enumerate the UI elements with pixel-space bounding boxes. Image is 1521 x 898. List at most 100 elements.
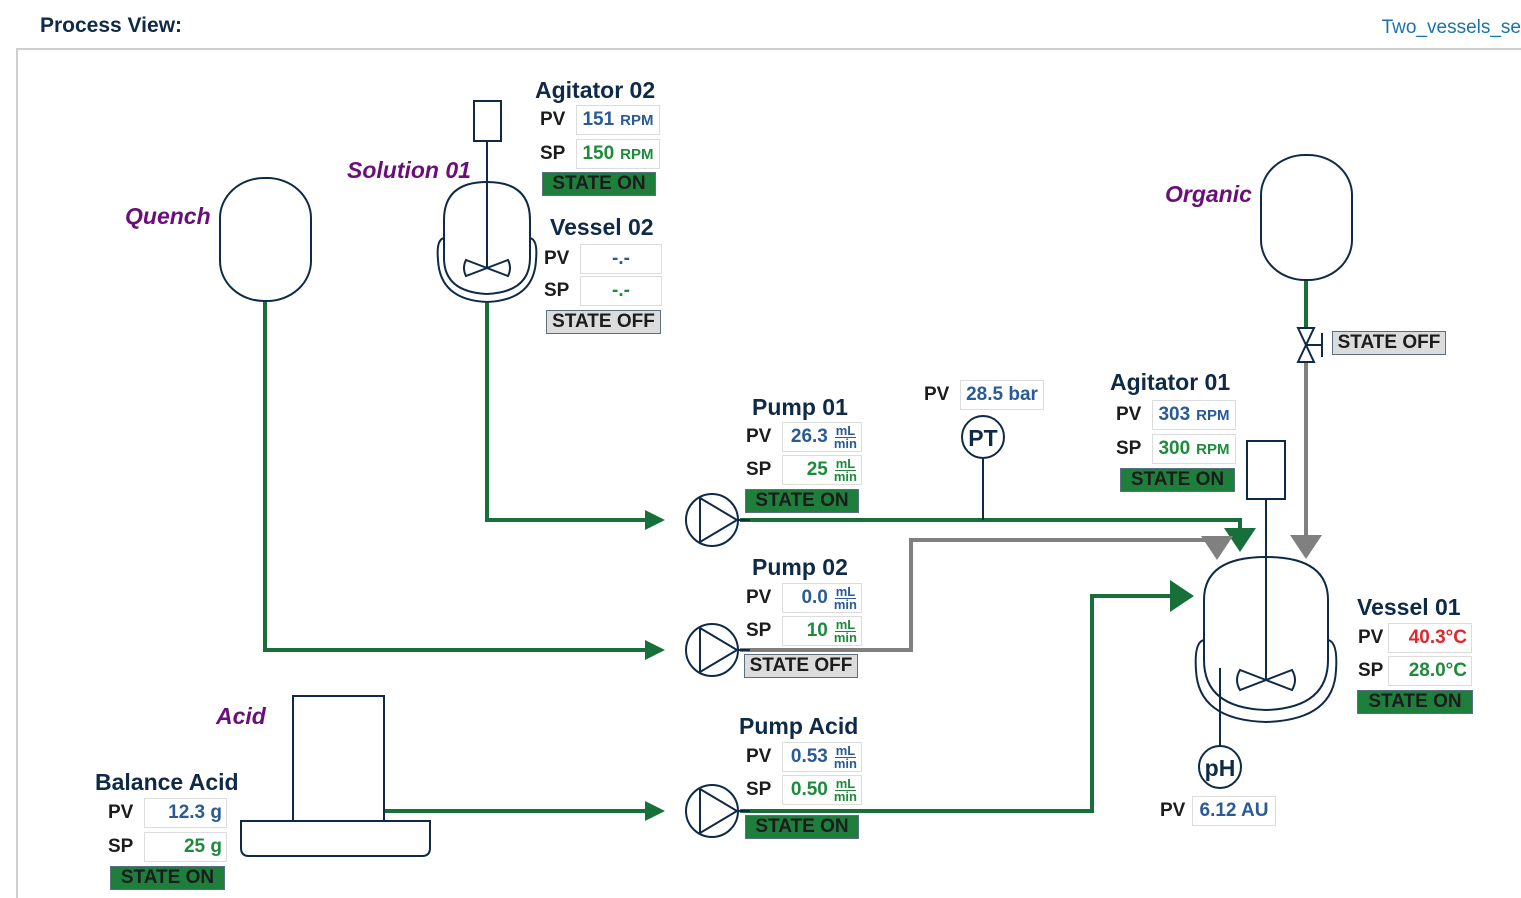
acid-container-icon[interactable]	[292, 695, 385, 822]
pv-tag: PV	[746, 746, 772, 767]
pv-tag: PV	[1160, 800, 1186, 821]
vessel01-title: Vessel 01	[1357, 594, 1461, 620]
pv-tag: PV	[746, 426, 772, 447]
ph-symbol: pH	[1205, 755, 1236, 781]
pump02-title: Pump 02	[752, 554, 848, 580]
sp-tag: SP	[746, 620, 772, 641]
organic-valve-state-button[interactable]: STATE OFF	[1332, 331, 1446, 355]
vessel01-sp-row: SP 28.0°C	[1358, 656, 1472, 686]
sp-tag: SP	[544, 280, 570, 301]
vessel02-pv-row: PV -.-	[544, 244, 662, 274]
agitator02-title: Agitator 02	[535, 77, 656, 103]
agitator02-state-button[interactable]: STATE ON	[542, 172, 656, 196]
agitator02-motor-icon	[473, 100, 502, 142]
balance-acid-sp-row: SP 25 g	[108, 832, 227, 862]
agitator01-title: Agitator 01	[1110, 369, 1231, 395]
process-panel	[16, 48, 1521, 898]
vessel02-title: Vessel 02	[550, 214, 654, 240]
pump01-state-button[interactable]: STATE ON	[745, 489, 859, 513]
flow-arrow-icon	[645, 801, 665, 821]
pipe-quench-to-pump02	[263, 300, 650, 652]
pressure-transmitter-icon[interactable]	[961, 415, 1005, 459]
quench-tank-icon[interactable]	[219, 177, 312, 302]
pump-acid-title: Pump Acid	[739, 713, 859, 739]
organic-tank-icon[interactable]	[1260, 154, 1353, 281]
sp-tag: SP	[1358, 660, 1384, 681]
agitator01-motor-icon	[1246, 440, 1286, 500]
pump01-title: Pump 01	[752, 394, 848, 420]
vessel02-pv-value: -.-	[580, 244, 662, 274]
sp-tag: SP	[746, 459, 772, 480]
pump-acid-state-button[interactable]: STATE ON	[745, 815, 859, 839]
page-title: Process View:	[40, 14, 183, 37]
vessel01-pv-value: 40.3°C	[1388, 623, 1472, 653]
vessel01-reactor-icon[interactable]	[1194, 440, 1338, 748]
vessel01-sp-value[interactable]: 28.0°C	[1388, 656, 1472, 686]
pv-tag: PV	[108, 802, 134, 823]
balance-acid-state-button[interactable]: STATE ON	[110, 866, 225, 890]
pv-tag: PV	[746, 587, 772, 608]
ph-pv-value: 6.12 AU	[1192, 796, 1276, 826]
pressure-pv-value: 28.5 bar	[960, 380, 1044, 410]
pt-symbol: PT	[968, 425, 997, 451]
quench-label: Quench	[125, 203, 211, 229]
ph-pv-row: PV 6.12 AU	[1160, 796, 1276, 826]
pv-tag: PV	[1116, 404, 1142, 425]
balance-icon[interactable]	[240, 820, 431, 857]
pressure-pv-row: PV 28.5 bar	[924, 380, 1044, 410]
sp-tag: SP	[108, 836, 134, 857]
sp-tag: SP	[746, 779, 772, 800]
balance-acid-pv-value: 12.3 g	[144, 798, 227, 828]
agitator01-state-button[interactable]: STATE ON	[1120, 468, 1235, 492]
pipe-solution01-to-pump01	[485, 303, 650, 522]
vessel02-sp-row: SP -.-	[544, 276, 662, 306]
flow-arrow-icon	[645, 640, 665, 660]
organic-valve-icon[interactable]	[1296, 327, 1323, 363]
pump02-state-button[interactable]: STATE OFF	[744, 654, 858, 678]
pipe-pump01-to-vessel01	[740, 518, 1256, 552]
balance-acid-sp-value[interactable]: 25 g	[144, 832, 227, 862]
pump-acid-icon[interactable]	[685, 784, 739, 838]
balance-acid-pv-row: PV 12.3 g	[108, 798, 227, 828]
pump02-icon[interactable]	[685, 623, 739, 677]
vessel02-state-button[interactable]: STATE OFF	[546, 310, 661, 334]
acid-label: Acid	[216, 703, 266, 729]
pv-tag: PV	[544, 248, 570, 269]
ph-sensor-icon[interactable]	[1198, 745, 1242, 789]
vessel01-state-button[interactable]: STATE ON	[1357, 690, 1473, 714]
flow-arrow-icon	[645, 510, 665, 530]
organic-label: Organic	[1165, 181, 1252, 207]
vessel01-pv-row: PV 40.3°C	[1358, 623, 1472, 653]
pv-tag: PV	[540, 109, 566, 130]
pv-tag: PV	[1358, 627, 1384, 648]
balance-acid-title: Balance Acid	[95, 769, 239, 795]
sp-tag: SP	[1116, 438, 1142, 459]
vessel02-sp-value[interactable]: -.-	[580, 276, 662, 306]
pump01-icon[interactable]	[685, 493, 739, 547]
pipe-pumpacid-to-vessel01	[740, 580, 1194, 813]
file-link[interactable]: Two_vessels_se	[1381, 17, 1521, 38]
solution01-reactor-icon[interactable]	[436, 100, 538, 304]
pv-tag: PV	[924, 384, 950, 405]
